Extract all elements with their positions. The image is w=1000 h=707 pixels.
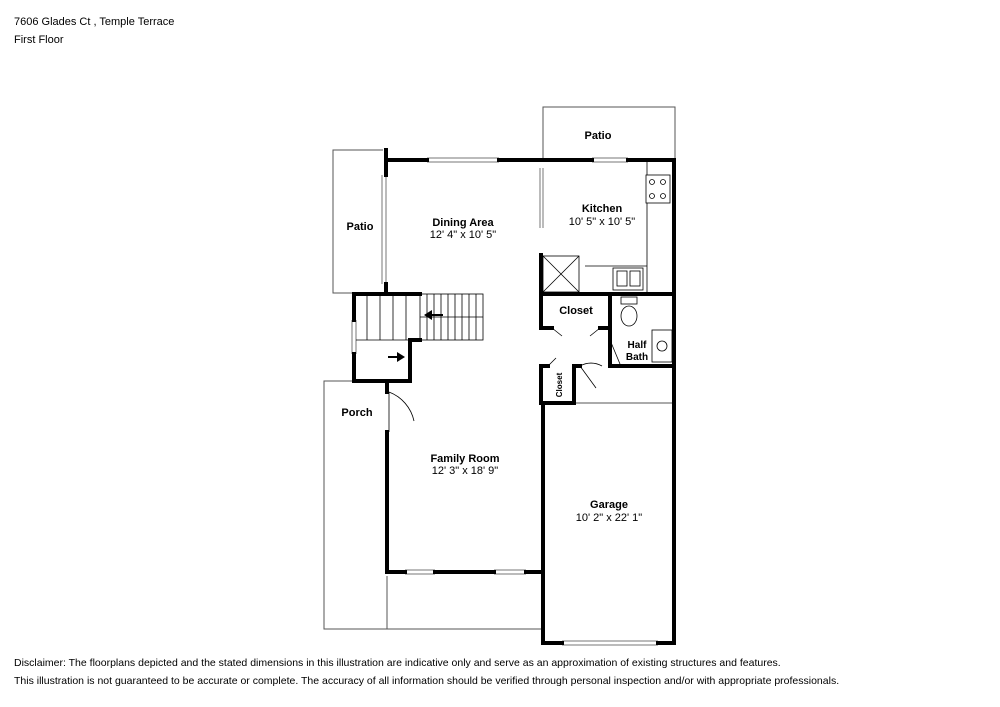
room-name-half-bath-1: Half	[628, 340, 648, 351]
toilet-icon	[620, 296, 638, 327]
room-dims-kitchen: 10' 5" x 10' 5"	[569, 216, 636, 228]
room-name-half-bath-2: Bath	[626, 352, 648, 363]
room-name-family: Family Room	[430, 453, 499, 465]
kitchen-fixtures	[542, 162, 671, 293]
room-name-dining: Dining Area	[432, 217, 494, 229]
windows	[351, 157, 658, 646]
walls	[352, 148, 676, 645]
disclaimer-line-2: This illustration is not guaranteed to b…	[14, 675, 840, 687]
floor-label: First Floor	[14, 34, 64, 46]
room-dims-garage: 10' 2" x 22' 1"	[576, 512, 643, 524]
room-name-closet: Closet	[559, 305, 593, 317]
room-dims-family: 12' 3" x 18' 9"	[432, 465, 499, 477]
room-dims-dining: 12' 4" x 10' 5"	[430, 229, 497, 241]
outdoor-outlines	[323, 106, 676, 630]
stairs	[356, 293, 484, 341]
room-name-garage: Garage	[590, 499, 628, 511]
room-name-porch: Porch	[341, 407, 372, 419]
stair-arrow-icon	[388, 352, 405, 362]
room-name-patio-top: Patio	[585, 130, 612, 142]
room-name-closet-small: Closet	[555, 372, 564, 397]
stair-arrow-icon	[424, 310, 443, 320]
room-name-patio-left: Patio	[347, 221, 374, 233]
address-text: 7606 Glades Ct , Temple Terrace	[14, 16, 175, 28]
sink-icon	[651, 329, 673, 363]
disclaimer-line-1: Disclaimer: The floorplans depicted and …	[14, 657, 781, 669]
room-name-kitchen: Kitchen	[582, 203, 623, 215]
doors	[388, 327, 621, 432]
